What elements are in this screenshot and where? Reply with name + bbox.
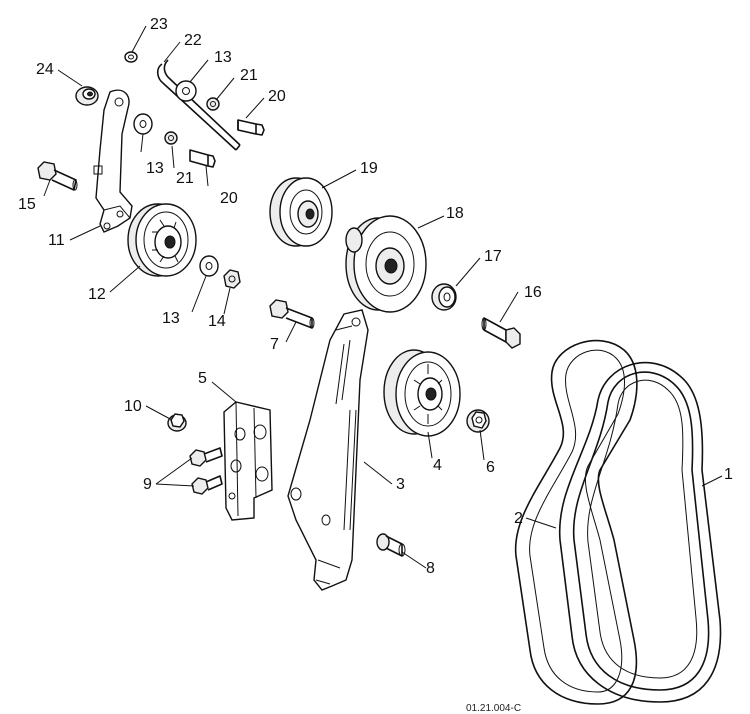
part-11-bracket	[93, 89, 133, 233]
part-19-pulley	[269, 177, 333, 247]
callout-10: 10	[124, 398, 142, 415]
part-14-nut	[223, 269, 241, 289]
callout-21-middle: 21	[176, 170, 194, 187]
drawing-code: 01.21.004-C	[466, 703, 522, 714]
part-15-bolt	[37, 161, 78, 191]
part-13-washer	[175, 80, 197, 102]
callout-19: 19	[360, 160, 378, 177]
part-16-bolt	[481, 317, 521, 349]
part-13-washer-2	[133, 113, 153, 135]
callout-2: 2	[514, 510, 523, 527]
callout-6: 6	[486, 459, 495, 476]
callout-13-middle: 13	[146, 160, 164, 177]
part-3-idler-arm	[287, 309, 369, 591]
callout-4: 4	[433, 457, 442, 474]
part-21-lock-washer-2	[164, 131, 178, 145]
part-17-spacer	[431, 283, 457, 311]
callout-5: 5	[198, 370, 207, 387]
part-10-nut	[167, 413, 187, 432]
part-20-bolt-2	[189, 149, 216, 168]
part-22-rod	[156, 59, 241, 151]
part-20-bolt	[237, 119, 265, 136]
callout-1: 1	[724, 466, 733, 483]
part-7-bolt	[269, 299, 315, 329]
part-5-plate	[223, 401, 273, 521]
part-23-lock-washer	[124, 51, 138, 63]
part-9-bolts	[189, 447, 223, 495]
callout-3: 3	[396, 476, 405, 493]
callout-24: 24	[36, 61, 54, 78]
part-12-idler-pulley	[127, 203, 197, 277]
callout-8: 8	[426, 560, 435, 577]
callout-22: 22	[184, 32, 202, 49]
callout-13-lower: 13	[162, 310, 180, 327]
callout-15: 15	[18, 196, 36, 213]
part-8-pin	[376, 533, 406, 557]
callout-9: 9	[143, 476, 152, 493]
part-2-belt	[514, 339, 638, 705]
callout-20: 20	[268, 88, 286, 105]
part-13-washer-3	[199, 255, 219, 277]
callout-11: 11	[48, 232, 65, 249]
callout-12: 12	[88, 286, 106, 303]
part-18-pulley	[345, 215, 427, 313]
callout-20-middle: 20	[220, 190, 238, 207]
part-6-nut	[466, 409, 490, 433]
callout-14: 14	[208, 313, 226, 330]
callout-23: 23	[150, 16, 168, 33]
callout-21: 21	[240, 67, 258, 84]
part-24-flange-nut	[75, 86, 99, 106]
part-21-lock-washer	[206, 97, 220, 111]
callout-17: 17	[484, 248, 502, 265]
callout-16: 16	[524, 284, 542, 301]
callout-7: 7	[270, 336, 279, 353]
part-4-idler-pulley	[383, 349, 461, 437]
callout-13: 13	[214, 49, 232, 66]
leader-lines	[43, 25, 723, 569]
callout-18: 18	[446, 205, 464, 222]
part-1-belt	[558, 361, 722, 703]
